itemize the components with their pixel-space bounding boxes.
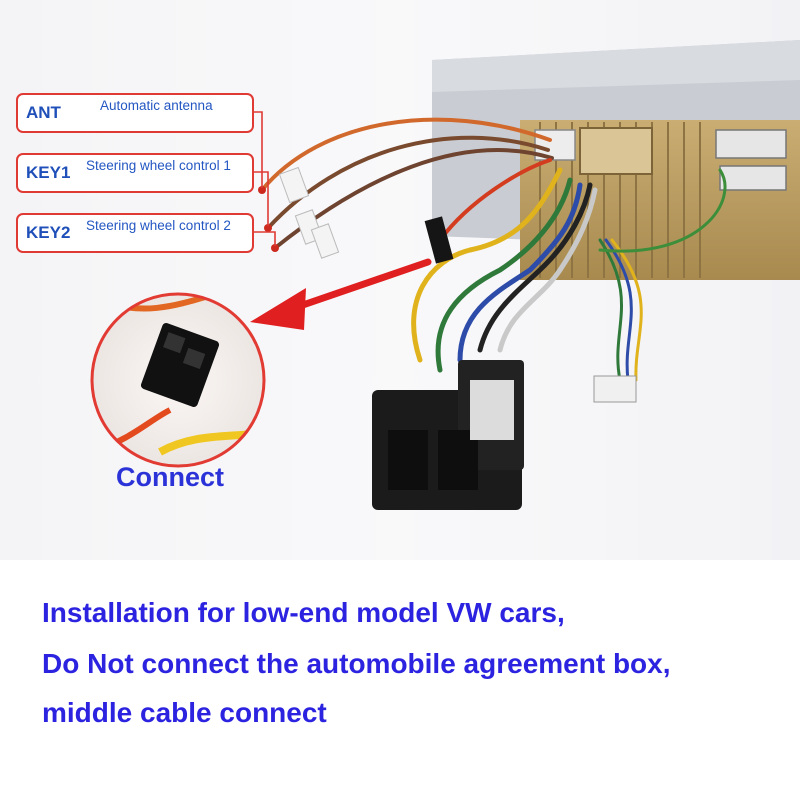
callout-ant: ANT Automatic antenna bbox=[16, 93, 254, 133]
iso-connector bbox=[372, 360, 637, 510]
callout-description: Steering wheel control 1 bbox=[86, 158, 231, 173]
instruction-line-2: Do Not connect the automobile agreement … bbox=[42, 648, 671, 679]
callout-code: KEY1 bbox=[26, 163, 71, 182]
callout-key1: KEY1 Steering wheel control 1 bbox=[16, 153, 254, 193]
wire-bundle bbox=[260, 117, 727, 382]
wire-tags bbox=[258, 166, 340, 259]
callout-code: KEY2 bbox=[26, 223, 71, 242]
connect-label: Connect bbox=[116, 462, 224, 492]
arrow bbox=[250, 258, 432, 330]
callout-leaders bbox=[254, 111, 276, 246]
callout-key2: KEY2 Steering wheel control 2 bbox=[16, 213, 254, 253]
radio-unit bbox=[432, 40, 800, 280]
callout-description: Steering wheel control 2 bbox=[86, 218, 231, 233]
callout-description: Automatic antenna bbox=[100, 98, 213, 113]
callout-code: ANT bbox=[26, 103, 61, 122]
instruction-line-1: Installation for low-end model VW cars, bbox=[42, 597, 565, 628]
connector-zoom-inset bbox=[90, 292, 266, 468]
instruction-line-3: middle cable connect bbox=[42, 697, 327, 728]
